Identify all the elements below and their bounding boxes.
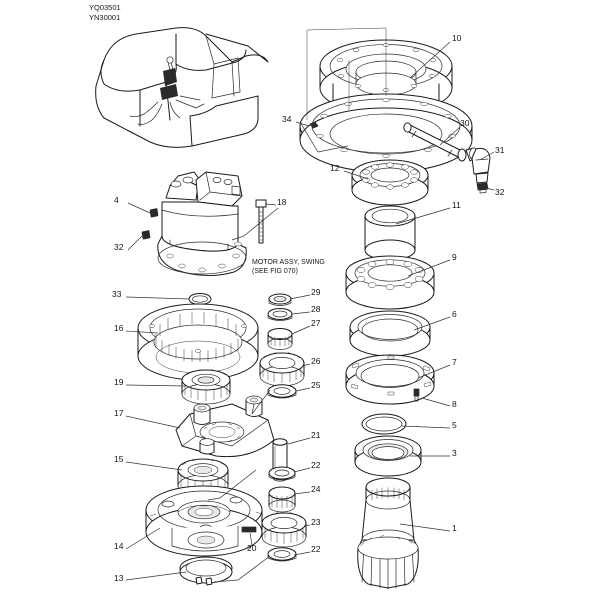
callout-33: 33 — [112, 289, 122, 299]
callout-1: 1 — [452, 523, 457, 533]
seal-ring-6 — [349, 310, 431, 357]
callout-9: 9 — [452, 252, 457, 262]
callout-22-upper: 22 — [311, 460, 321, 470]
planet-gear-15 — [177, 458, 229, 498]
leader-lines — [125, 41, 495, 583]
callout-28: 28 — [311, 304, 321, 314]
callout-7: 7 — [452, 357, 457, 367]
output-shaft-1 — [357, 477, 419, 590]
planet-gear-26 — [259, 352, 305, 387]
nut-32 — [141, 230, 151, 240]
callout-30: 30 — [460, 118, 470, 128]
callout-20: 20 — [247, 543, 257, 553]
o-ring-5 — [361, 413, 407, 435]
needle-bearing-24 — [268, 486, 296, 513]
callout-10: 10 — [452, 33, 462, 43]
callout-22-lower: 22 — [311, 544, 321, 554]
planet-gear-23 — [261, 512, 307, 548]
bearing-9 — [345, 255, 435, 310]
callout-24: 24 — [311, 484, 321, 494]
callout-18: 18 — [277, 197, 287, 207]
washer-28 — [267, 308, 293, 321]
callout-8: 8 — [452, 399, 457, 409]
machine-overview-illustration — [95, 27, 269, 148]
thrust-washer-29 — [268, 293, 292, 306]
pin-20 — [241, 526, 257, 533]
washer-22-upper — [268, 466, 296, 481]
needle-bearing-27 — [267, 328, 293, 350]
snap-ring-13 — [179, 556, 233, 586]
callout-6: 6 — [452, 309, 457, 319]
callout-11: 11 — [452, 200, 461, 210]
callout-29: 29 — [311, 287, 321, 297]
callout-14: 14 — [114, 541, 124, 551]
bolt-18 — [255, 199, 267, 244]
swing-gearbox-housing-10 — [299, 27, 473, 173]
callout-32-hose: 32 — [495, 187, 505, 197]
washer-25 — [267, 384, 297, 399]
callout-15: 15 — [114, 454, 124, 464]
callout-27: 27 — [311, 318, 321, 328]
callout-25: 25 — [311, 380, 321, 390]
callout-21: 21 — [311, 430, 321, 440]
planet-pin-21 — [272, 438, 288, 482]
callout-34: 34 — [282, 114, 292, 124]
sun-gear-19 — [181, 369, 231, 405]
washer-22-lower — [267, 547, 297, 562]
callout-19: 19 — [114, 377, 124, 387]
callout-4: 4 — [114, 195, 119, 205]
spacer-collar-11 — [364, 205, 416, 261]
carrier-housing-14 — [145, 485, 263, 557]
swing-motor-assembly — [157, 171, 247, 276]
callout-17: 17 — [114, 408, 124, 418]
callout-32-motor: 32 — [114, 242, 124, 252]
callout-3: 3 — [452, 448, 457, 458]
dowel-pin-8 — [413, 388, 420, 402]
bolt-34 — [309, 121, 319, 129]
nut-4 — [149, 208, 159, 218]
oil-seal-3 — [354, 435, 422, 477]
ring-gear-16 — [137, 303, 259, 381]
bearing-12 — [351, 159, 429, 206]
callout-16: 16 — [114, 323, 124, 333]
callout-12: 12 — [330, 163, 340, 173]
hose-assembly-30 — [403, 122, 491, 194]
callout-13: 13 — [114, 573, 124, 583]
bearing-housing-ring-7 — [345, 354, 435, 405]
callout-23: 23 — [311, 517, 321, 527]
callout-5: 5 — [452, 420, 457, 430]
o-ring-33 — [188, 293, 212, 305]
motor-assy-note: MOTOR ASSY, SWING (SEE FIG 070) — [252, 259, 325, 275]
model-code-text: YQ03501 YN30001 — [89, 3, 121, 22]
planet-carrier-17 — [175, 395, 275, 458]
callout-26: 26 — [311, 356, 321, 366]
callout-31: 31 — [495, 145, 505, 155]
